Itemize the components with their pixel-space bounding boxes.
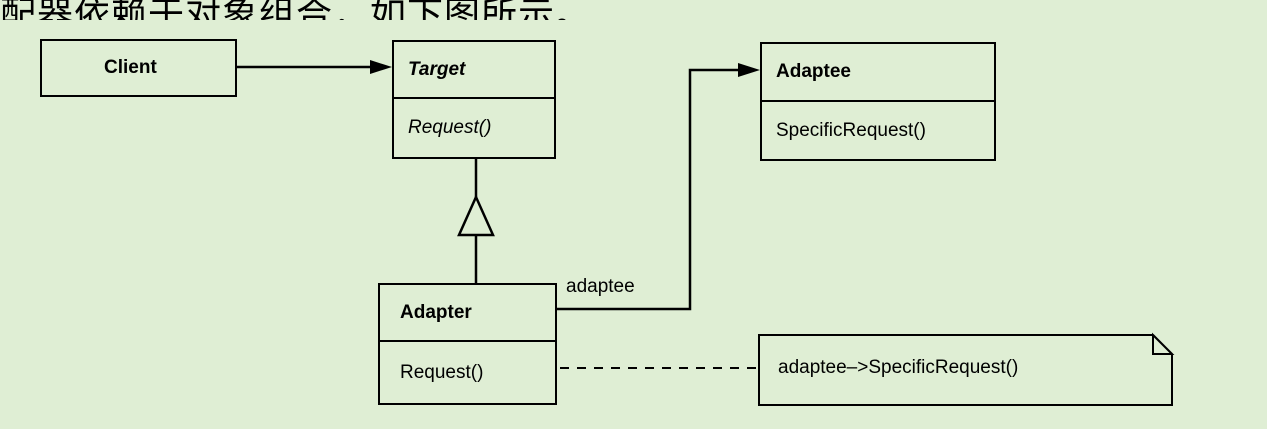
target-class-name: Target xyxy=(394,42,554,99)
header-text-fragment: 配器依赖于对象组合，如下图所示。 xyxy=(0,0,1267,20)
adapter-adaptee-association-line xyxy=(557,68,738,311)
target-method: Request() xyxy=(408,117,492,138)
note-box-outline xyxy=(758,334,1173,406)
adapter-adaptee-arrowhead xyxy=(738,63,760,77)
generalization-triangle xyxy=(457,193,495,237)
client-target-arrowhead xyxy=(370,60,392,74)
association-role-label: adaptee xyxy=(566,276,635,297)
client-class-name: Client xyxy=(104,57,157,78)
adapter-method: Request() xyxy=(400,361,484,383)
note-text: adaptee–>SpecificRequest() xyxy=(778,357,1019,378)
adaptee-class-box: Adaptee SpecificRequest() xyxy=(760,42,996,161)
adaptee-method: SpecificRequest() xyxy=(776,119,926,141)
note-folded-corner xyxy=(1152,332,1175,355)
adapter-class-name: Adapter xyxy=(380,285,555,342)
client-class-box: Client xyxy=(40,39,237,97)
header-text: 配器依赖于对象组合，如下图所示。 xyxy=(0,0,592,20)
target-class-box: Target Request() xyxy=(392,40,556,159)
adapter-class-box: Adapter Request() xyxy=(378,283,557,405)
adaptee-class-name: Adaptee xyxy=(762,44,994,102)
